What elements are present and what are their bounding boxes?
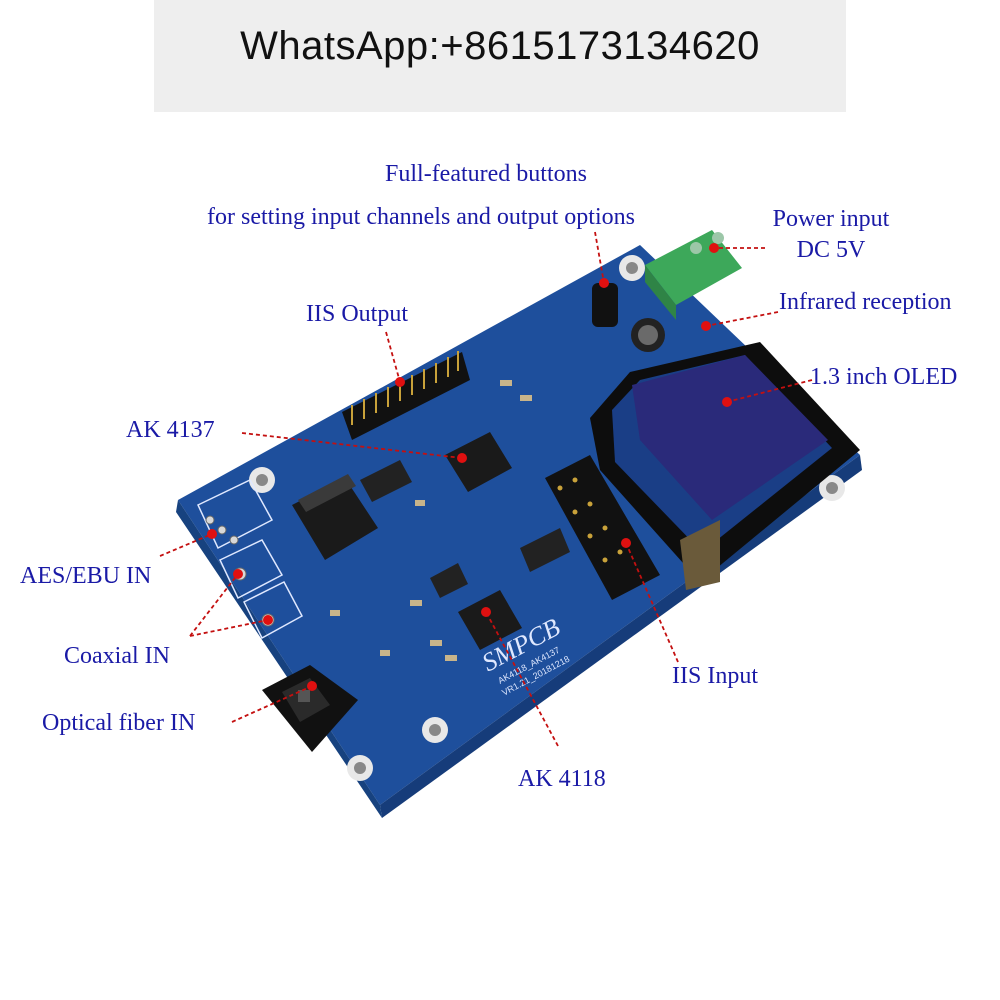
marker-ak4137 — [457, 453, 467, 463]
smd-parts — [330, 380, 532, 661]
chip-small-1 — [360, 460, 412, 502]
contact-banner: WhatsApp:+8615173134620 — [154, 0, 846, 112]
markers — [207, 243, 732, 691]
marker-ak4118 — [481, 607, 491, 617]
marker-coax-1 — [233, 569, 243, 579]
pcb-left-edge — [176, 500, 382, 818]
label-optical: Optical fiber IN — [42, 710, 196, 736]
marker-infrared — [701, 321, 711, 331]
label-iis-output: IIS Output — [306, 301, 408, 327]
optical-jack — [262, 665, 358, 752]
push-button — [592, 283, 618, 327]
marker-iis-output — [395, 377, 405, 387]
ak4137-chip — [445, 432, 512, 492]
label-coaxial: Coaxial IN — [64, 643, 170, 669]
marker-aes — [207, 529, 217, 539]
label-oled: 1.3 inch OLED — [810, 364, 958, 390]
iis-output-header — [342, 351, 470, 440]
oled-module — [590, 342, 860, 590]
label-power-line1: Power input — [772, 206, 890, 232]
marker-power — [709, 243, 719, 253]
marker-oled — [722, 397, 732, 407]
chip-small-3 — [430, 563, 468, 598]
marker-optical — [307, 681, 317, 691]
marker-iis-input — [621, 538, 631, 548]
label-buttons-line2: for setting input channels and output op… — [207, 204, 635, 230]
oled-screen — [632, 355, 828, 520]
mounting-holes — [249, 255, 845, 781]
label-infrared: Infrared reception — [779, 289, 952, 315]
label-iis-input: IIS Input — [672, 663, 758, 689]
label-power-line2: DC 5V — [796, 237, 866, 263]
label-ak4137: AK 4137 — [126, 417, 215, 443]
label-ak4118: AK 4118 — [518, 766, 606, 792]
iis-input-header — [545, 455, 660, 600]
label-aes-ebu: AES/EBU IN — [20, 563, 152, 589]
banner-text: WhatsApp:+8615173134620 — [240, 24, 760, 68]
marker-button — [599, 278, 609, 288]
leader-lines — [159, 231, 813, 747]
chip-small-2 — [520, 528, 570, 572]
label-buttons-line1: Full-featured buttons — [385, 161, 587, 187]
marker-coax-2 — [263, 615, 273, 625]
